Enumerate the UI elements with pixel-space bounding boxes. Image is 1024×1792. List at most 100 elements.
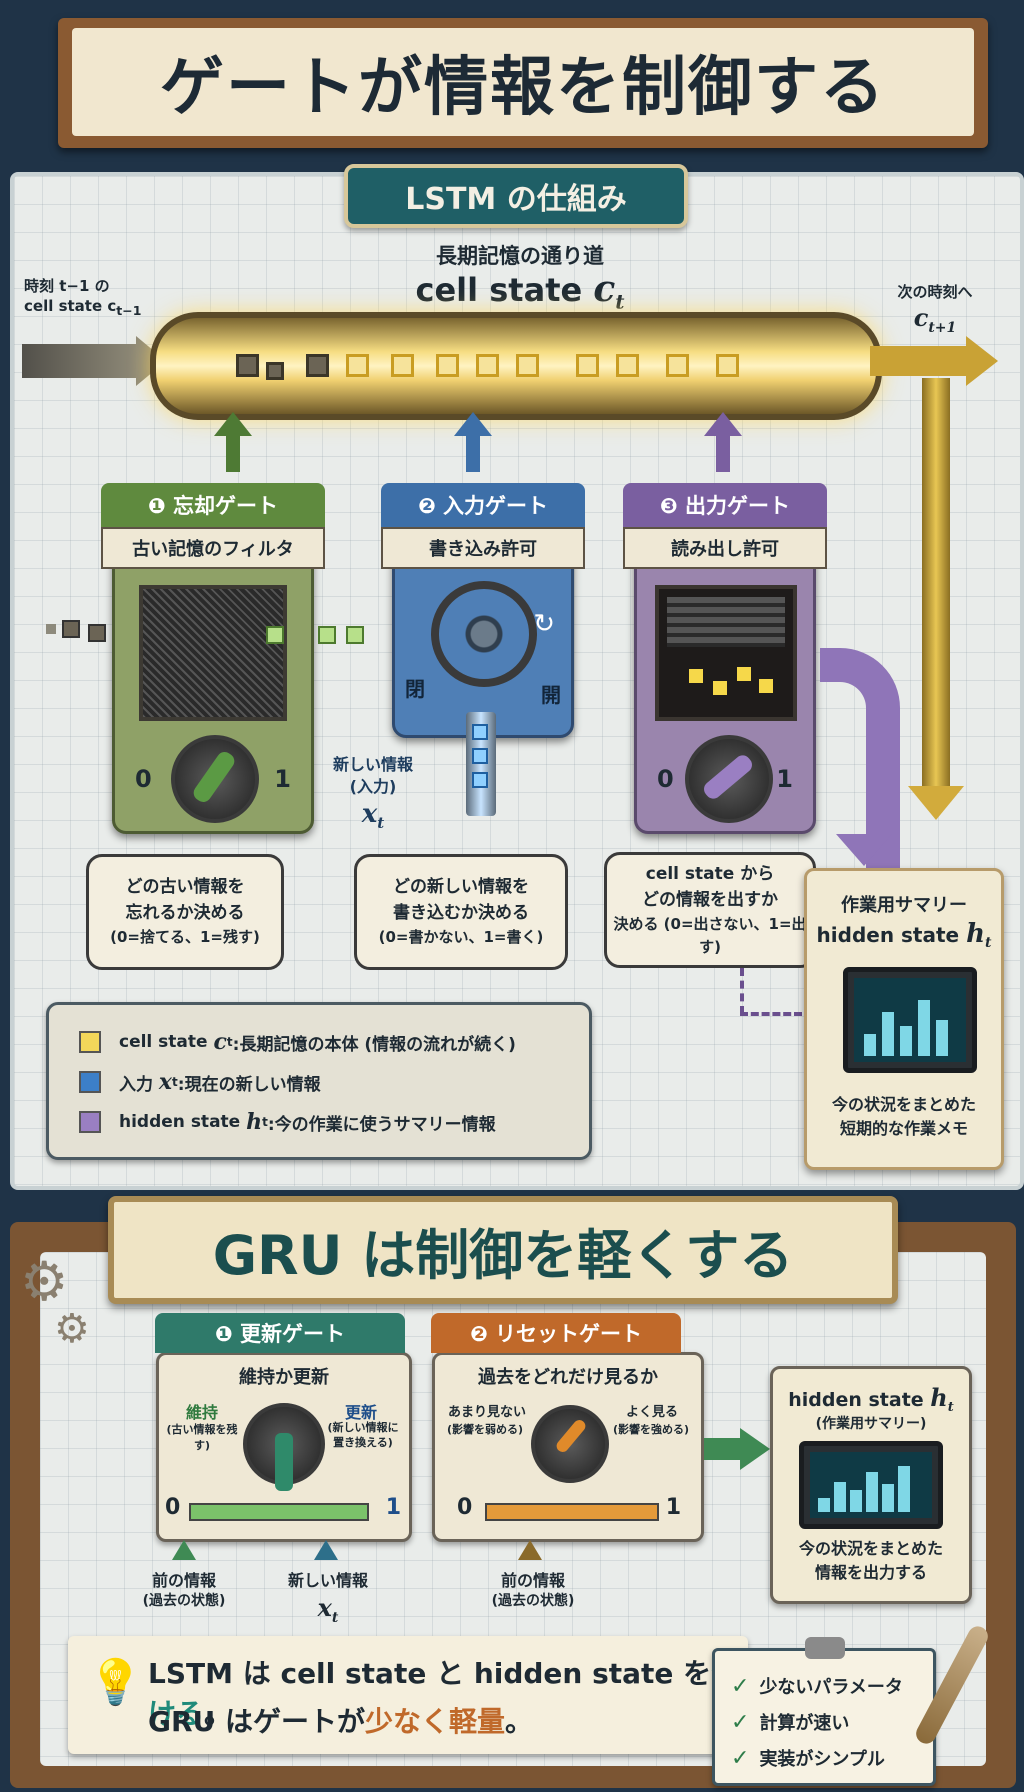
reset-low: 0 — [457, 1495, 473, 1520]
input-square — [472, 772, 488, 788]
next-cell-line1: 次の時刻へ — [897, 283, 973, 301]
incoming-arrow-shaft — [22, 344, 138, 378]
cell-square — [306, 354, 329, 377]
input-bubble-line: 書き込むか決める — [393, 902, 529, 923]
cell-square — [476, 354, 499, 377]
glow-square — [689, 669, 703, 683]
cell-state-label: cell state — [415, 271, 583, 309]
monitor-bar — [882, 1484, 894, 1512]
input-sub: t — [377, 814, 385, 833]
forget-in-square — [88, 624, 106, 642]
monitor-bar — [936, 1020, 948, 1056]
forget-in-square — [62, 620, 80, 638]
checklist: ✓少ないパラメータ ✓計算が速い ✓実装がシンプル — [712, 1637, 936, 1786]
forget-filter-mesh — [139, 585, 287, 721]
monitor-icon — [799, 1441, 943, 1529]
summary-caption-line: 今の状況をまとめた — [831, 1095, 976, 1114]
downward-cell-arrow-shaft — [922, 378, 950, 788]
input-info-label: 新しい情報 (入力) xt — [318, 754, 428, 834]
legend-sub: t — [172, 1075, 178, 1089]
summary-line-2-c: 。 — [505, 1705, 534, 1738]
gru-output-caption-line: 情報を出力する — [814, 1563, 927, 1582]
input-bubble-line: どの新しい情報を — [393, 877, 529, 898]
monitor-bar — [818, 1498, 830, 1512]
gru-output-arrow-shaft — [704, 1438, 742, 1460]
output-dial-high: 1 — [776, 765, 793, 793]
cell-square — [346, 354, 369, 377]
summary-symbol: h — [966, 919, 985, 949]
reset-dial — [531, 1405, 609, 1483]
cell-square — [516, 354, 539, 377]
next-cell-sub: t+1 — [928, 320, 957, 337]
cell-state-symbol: c — [593, 268, 616, 310]
forget-bubble-line: どの古い情報を — [125, 877, 245, 898]
cell-state-pipe — [150, 312, 882, 420]
output-gate-subtitle: 読み出し許可 — [623, 527, 827, 569]
gru-output-symbol: h — [930, 1383, 948, 1412]
summary-line-1-c: 。 — [204, 1697, 233, 1730]
reset-right-note: (影響を強める) — [612, 1423, 690, 1436]
forget-up-arrow — [226, 432, 240, 472]
input-symbol: x — [361, 799, 378, 830]
forget-gate-title: ❶ 忘却ゲート — [101, 483, 325, 527]
legend-name: 入力 — [119, 1074, 153, 1095]
downward-cell-arrow-head — [908, 786, 964, 820]
forget-up-arrow-head — [214, 412, 252, 436]
glow-square — [737, 667, 751, 681]
update-low: 0 — [165, 1495, 181, 1520]
legend-chip-input — [79, 1071, 101, 1093]
check-icon: ✓ — [731, 1673, 750, 1699]
reset-prev-label: 前の情報 — [500, 1571, 565, 1590]
update-high: 1 — [385, 1495, 401, 1520]
new-info-label: 新しい情報 — [287, 1571, 368, 1590]
output-dial — [685, 735, 773, 823]
lstm-plaque: LSTM の仕組み — [344, 164, 688, 228]
hidden-state-card: 作業用サマリー hidden state ht 今の状況をまとめた 短期的な作業… — [804, 868, 1004, 1170]
check-icon: ✓ — [731, 1745, 750, 1771]
cell-square — [236, 354, 259, 377]
input-info-line1: 新しい情報 — [332, 755, 413, 774]
prev-info-label: 前の情報 — [151, 1571, 216, 1590]
update-keep: 維持 — [185, 1403, 218, 1422]
output-bubble-line: cell state から — [645, 864, 775, 884]
prev-info: 前の情報 (過去の状態) — [132, 1570, 236, 1610]
gru-output-caption-line: 今の状況をまとめた — [798, 1539, 943, 1558]
prev-cell-line2: cell state c — [24, 297, 117, 316]
summary-line-2-a: GRU はゲートが — [148, 1705, 366, 1738]
gru-output-note: (作業用サマリー) — [815, 1416, 927, 1432]
output-dial-low: 0 — [657, 765, 674, 793]
title-board: ゲートが情報を制御する — [58, 18, 988, 148]
monitor-screen — [854, 978, 966, 1062]
legend-desc: :今の作業に使うサマリー情報 — [267, 1114, 496, 1135]
new-info-sub: t — [331, 1609, 339, 1626]
new-info-symbol: x — [317, 1592, 332, 1622]
input-square — [472, 724, 488, 740]
reset-gate-subtitle: 過去をどれだけ見るか — [478, 1367, 658, 1388]
update-gate-card: ❶ 更新ゲート 維持か更新 維持 (古い情報を残す) 更新 (新しい情報に 置き… — [155, 1313, 412, 1542]
input-bubble: どの新しい情報を 書き込むか決める (0=書かない、1=書く) — [354, 854, 568, 970]
legend-chip-cell — [79, 1031, 101, 1053]
legend-sub: t — [262, 1115, 268, 1129]
check-item: ✓計算が速い — [731, 1709, 849, 1735]
input-up-arrow-head — [454, 412, 492, 436]
output-dial-pointer — [700, 752, 756, 802]
reset-gate-card: ❷ リセットゲート 過去をどれだけ見るか あまり見ない (影響を弱める) よく見… — [431, 1313, 704, 1542]
input-gate: ❷ 入力ゲート 書き込み許可 閉 開 ↻ — [381, 483, 585, 738]
update-dial-lever — [275, 1433, 293, 1491]
input-up-arrow — [466, 432, 480, 472]
reset-left: あまり見ない — [447, 1405, 526, 1420]
output-shutter — [655, 585, 797, 721]
reset-prev-arrow — [518, 1540, 542, 1560]
check-label: 少ないパラメータ — [759, 1677, 903, 1698]
prev-info-arrow — [172, 1540, 196, 1560]
gear-icon: ⚙ — [20, 1250, 69, 1313]
output-up-arrow-head — [704, 412, 742, 436]
monitor-bar — [898, 1466, 910, 1512]
monitor-bar — [900, 1026, 912, 1056]
input-bubble-line: (0=書かない、1=書く) — [378, 928, 544, 947]
legend-sub: t — [226, 1035, 233, 1049]
cell-square — [616, 354, 639, 377]
update-update-note: (新しい情報に 置き換える) — [317, 1421, 409, 1451]
